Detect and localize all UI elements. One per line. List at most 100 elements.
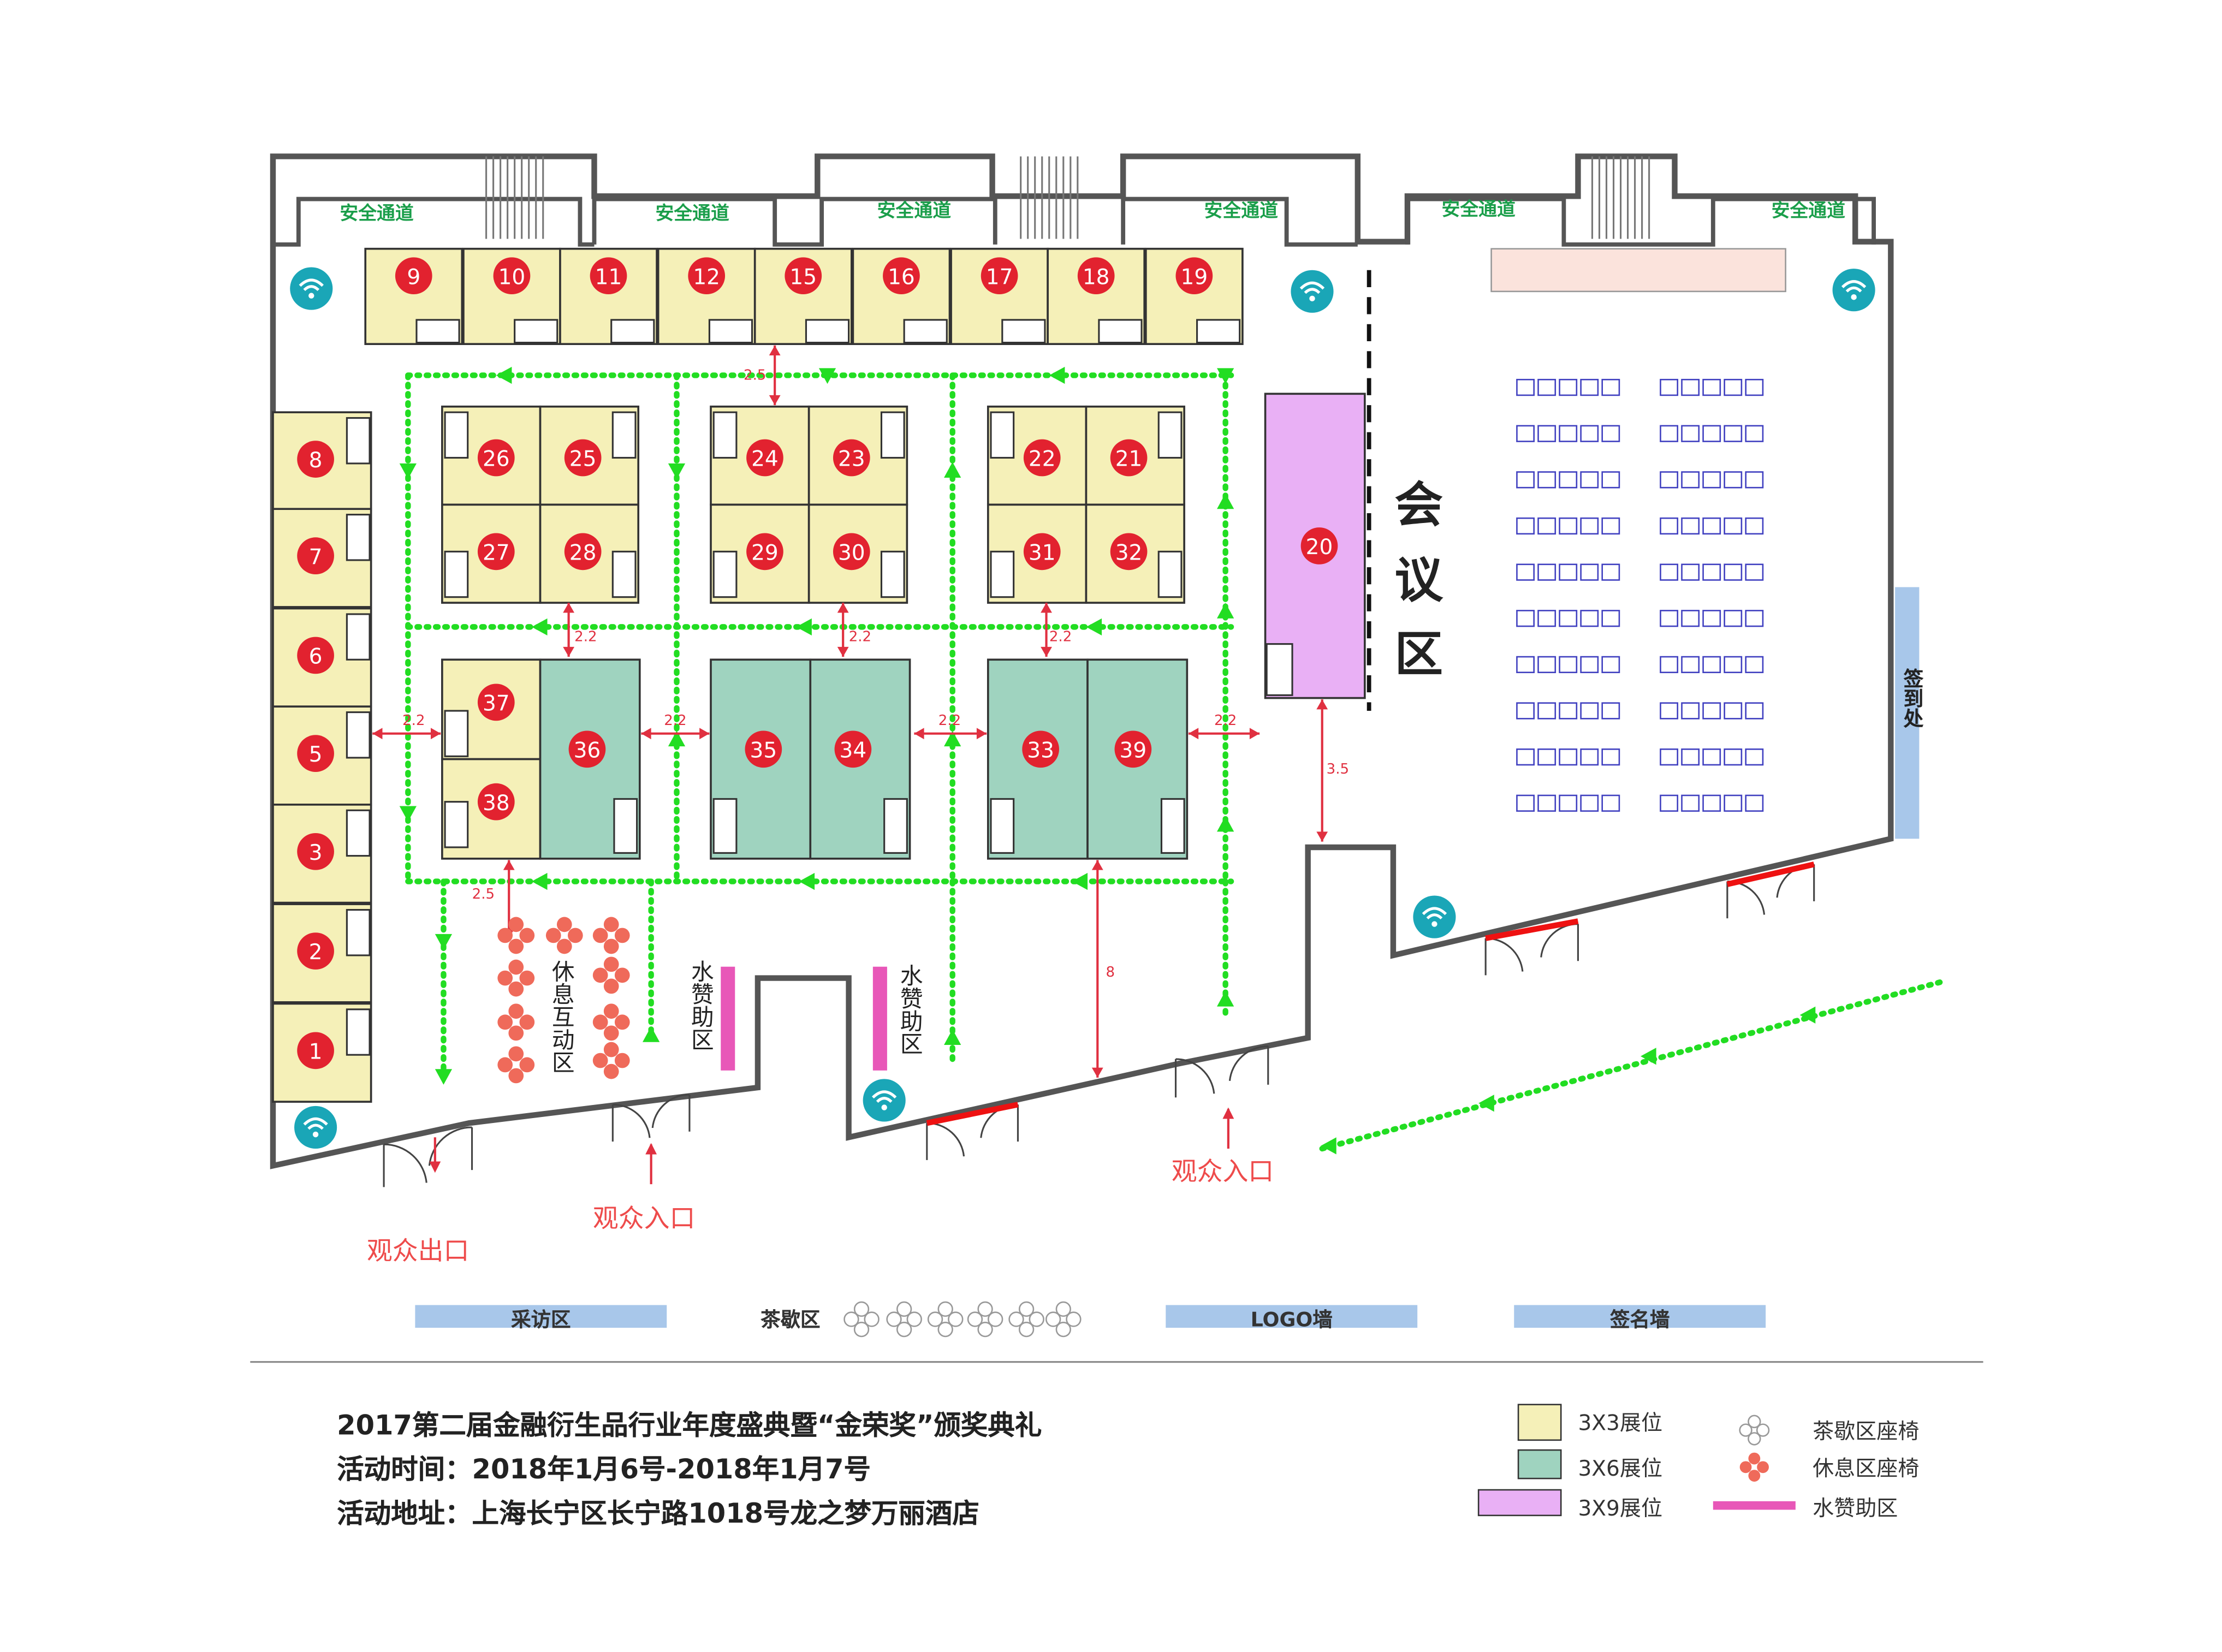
seat-petal	[603, 978, 619, 994]
booth-21-number: 21	[1115, 447, 1143, 472]
legend-water-sponsor-label: 水赞助区	[1813, 1495, 1898, 1522]
top-corridor-wall-2	[592, 197, 997, 247]
meeting-seat	[1660, 702, 1679, 720]
seat-petal	[519, 970, 535, 986]
wifi-icon-4	[1413, 895, 1456, 938]
dim-booth20-35-arrow-a	[1316, 699, 1328, 710]
dim-mid-22-3-arrow-a	[1041, 603, 1052, 613]
booth-2-counter	[346, 908, 371, 956]
event-address: 活动地址：上海长宁区长宁路1018号龙之梦万丽酒店	[337, 1498, 979, 1530]
seat-petal	[1066, 1311, 1082, 1327]
meeting-seat	[1745, 748, 1764, 766]
meeting-seat	[1745, 517, 1764, 535]
meeting-seat	[1660, 425, 1679, 442]
seat-petal	[864, 1311, 880, 1327]
meeting-seat	[1537, 517, 1556, 535]
meeting-seat	[1559, 702, 1578, 720]
booth-8-badge	[297, 441, 334, 478]
seat-petal	[1756, 1423, 1770, 1437]
legend-3x6-label: 3X6展位	[1578, 1455, 1663, 1482]
seat-petal	[1018, 1301, 1035, 1317]
logo-wall-label: LOGO墙	[1250, 1309, 1333, 1332]
booth-19-counter	[1196, 319, 1241, 344]
meeting-seat	[1724, 471, 1743, 489]
rest-seat-5	[497, 1003, 535, 1041]
meeting-seat	[1702, 748, 1721, 766]
booth-23-counter	[880, 411, 905, 459]
seat-petal	[853, 1301, 870, 1317]
booth-16-badge	[883, 257, 920, 295]
booth-17-number: 17	[986, 265, 1013, 289]
path-arrow-9	[531, 618, 548, 635]
booth-18-counter	[1098, 319, 1143, 344]
seat-petal	[592, 1053, 608, 1068]
booth-27-badge	[477, 533, 515, 571]
meeting-seat	[1724, 563, 1743, 581]
booth-38-counter	[444, 801, 469, 848]
meeting-seat	[1702, 471, 1721, 489]
rest-seat-1	[545, 917, 583, 954]
booth-31-badge	[1023, 533, 1061, 571]
dim-side-22-4-label: 2.2	[1214, 712, 1237, 729]
seat-petal	[977, 1301, 993, 1317]
door-entrance2-left	[1174, 1058, 1215, 1098]
seat-petal	[906, 1311, 922, 1327]
dim-mid-22-1-arrow-b	[563, 646, 575, 657]
booth-35-badge	[745, 730, 782, 768]
meeting-seat	[1681, 656, 1700, 673]
legend-rest-seat-icon	[1739, 1452, 1769, 1482]
booth-38-number: 38	[483, 791, 510, 816]
booth-7-number: 7	[309, 545, 323, 569]
booth-37-number: 37	[483, 691, 510, 716]
event-time: 活动时间：2018年1月6号-2018年1月7号	[337, 1454, 871, 1486]
path-arrow-5	[668, 463, 686, 479]
safety-exit-label-3: 安全通道	[877, 200, 952, 221]
seat-petal	[896, 1321, 912, 1338]
wifi-dot	[312, 1131, 319, 1138]
water-sponsor-bar-1	[721, 966, 735, 1071]
meeting-seat	[1724, 656, 1743, 673]
meeting-seat	[1537, 610, 1556, 627]
booth-7-badge	[297, 537, 334, 575]
booth-21-counter	[1157, 411, 1183, 459]
dim-side-22-1-arrow-a	[372, 728, 383, 740]
booth-39-number: 39	[1120, 738, 1147, 763]
meeting-seat	[1516, 563, 1535, 581]
meeting-seat	[1601, 702, 1620, 720]
meeting-seat	[1702, 656, 1721, 673]
meeting-seat	[1601, 748, 1620, 766]
meeting-seat	[1724, 748, 1743, 766]
seat-petal	[508, 1068, 524, 1084]
seat-petal	[614, 967, 630, 983]
logo-wall-bar	[1166, 1305, 1418, 1328]
meeting-seat	[1601, 425, 1620, 442]
booth-20-number: 20	[1306, 535, 1333, 560]
booth-19-badge	[1175, 257, 1213, 295]
seat-petal	[519, 1014, 535, 1030]
wifi-arc-outer	[1422, 907, 1447, 916]
dim-mid-22-1-label: 2.2	[574, 629, 597, 645]
meeting-seat	[1702, 425, 1721, 442]
booth-26-badge	[477, 439, 515, 477]
booth-8-number: 8	[309, 448, 323, 473]
booth-2-badge	[297, 932, 334, 970]
dim-mid-22-2-arrow-b	[837, 646, 849, 657]
booth-30-counter	[880, 550, 905, 598]
legend-3x6-swatch	[1517, 1449, 1562, 1479]
path-arrow-16	[531, 872, 548, 890]
meeting-area-label: 会 议 区	[1391, 469, 1447, 694]
seat-petal	[1748, 1415, 1761, 1429]
booth-5-badge	[297, 735, 334, 772]
seat-petal	[1018, 1321, 1035, 1338]
seat-petal	[508, 959, 524, 975]
booth-31-counter	[990, 550, 1015, 598]
dim-bottom-8-arrow-b	[1091, 1067, 1103, 1078]
booth-1-counter	[346, 1008, 371, 1056]
path-arrow-0	[496, 366, 512, 384]
seat-petal	[603, 1025, 619, 1041]
meeting-seat	[1516, 748, 1535, 766]
meeting-seat	[1660, 656, 1679, 673]
dim-top-25-arrow-a	[769, 345, 781, 355]
booth-16-number: 16	[888, 265, 915, 289]
